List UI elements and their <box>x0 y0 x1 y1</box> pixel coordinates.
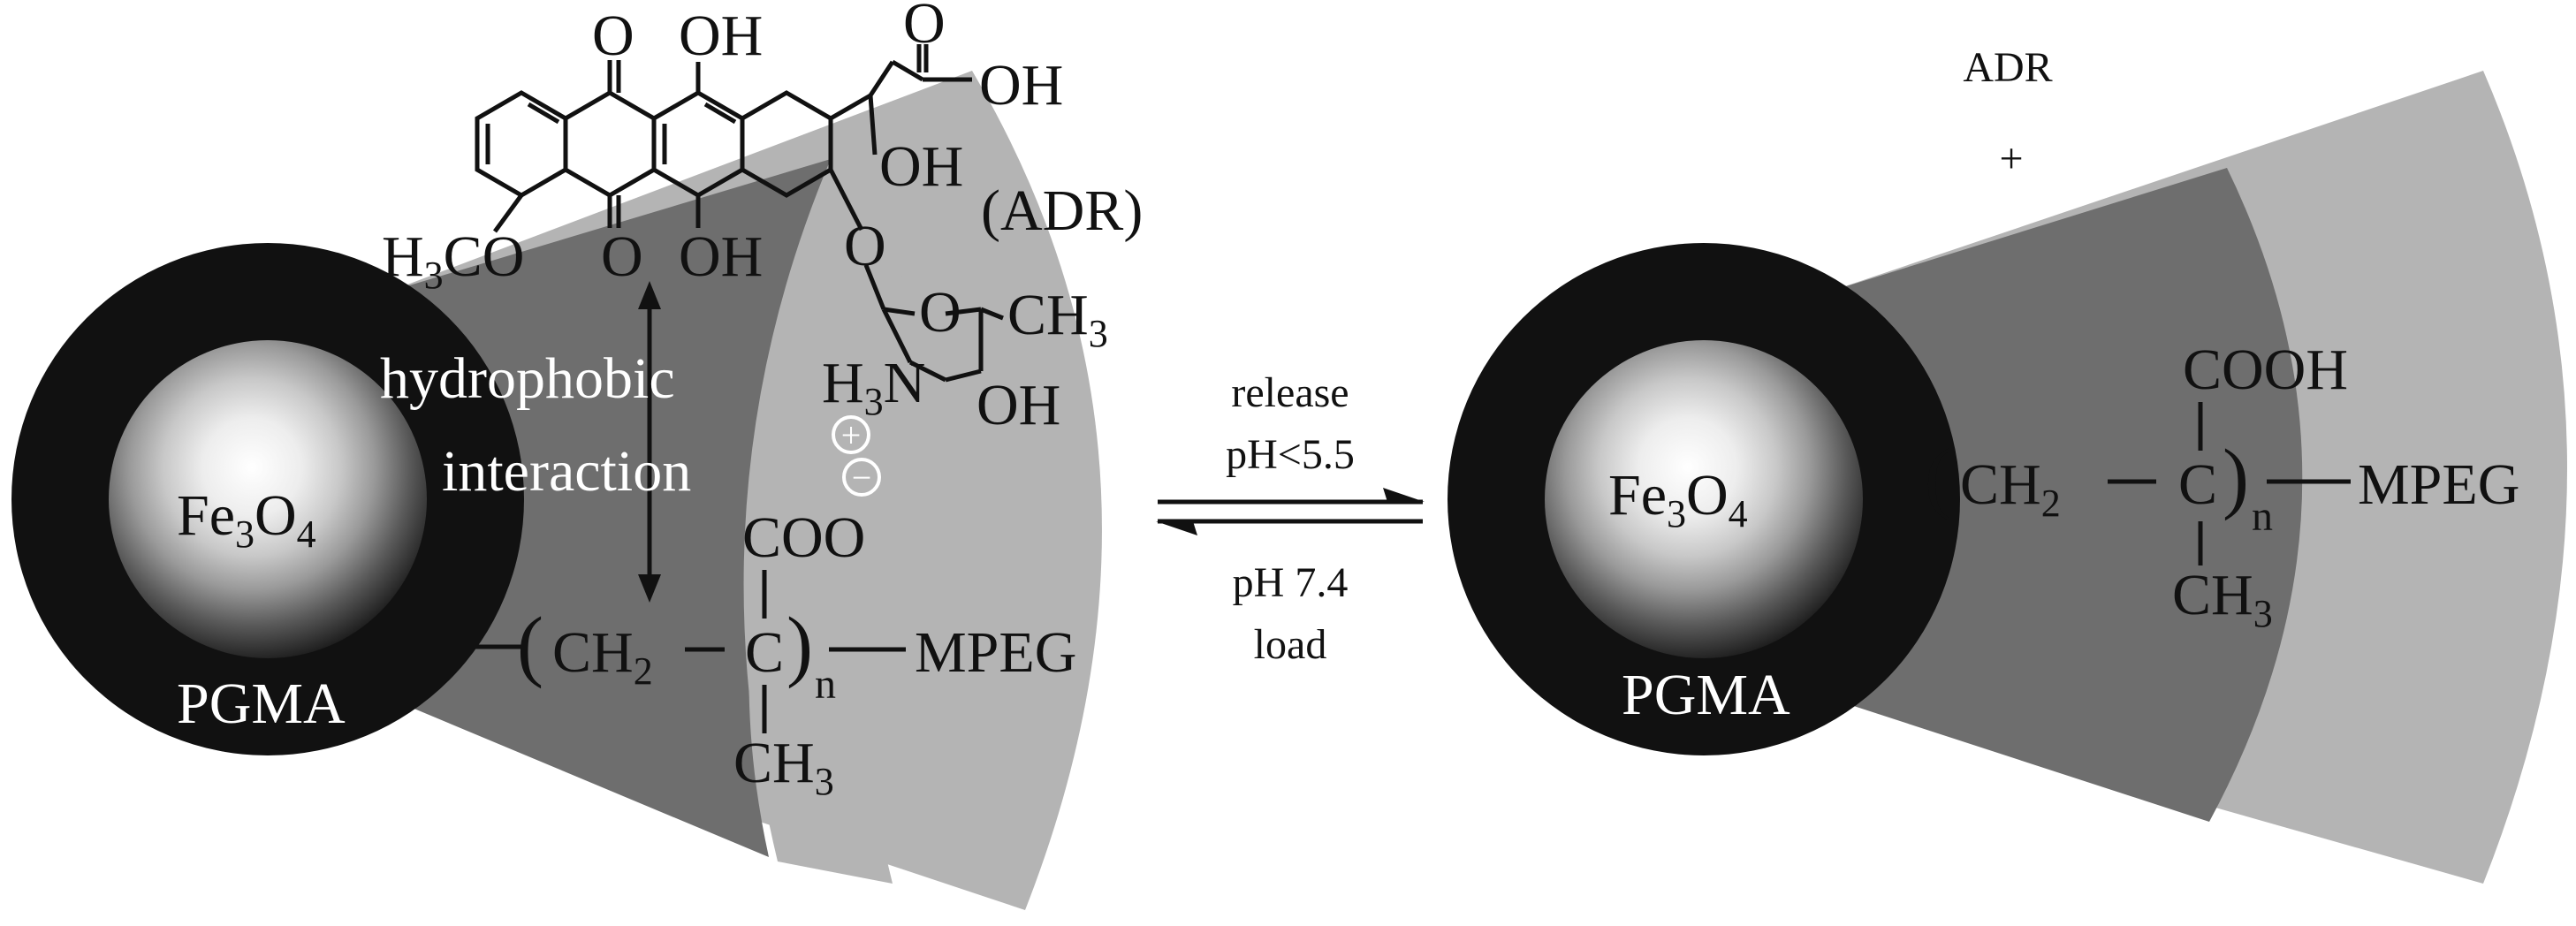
right-open-paren: ( <box>1925 434 1951 521</box>
c9-oh-label: OH <box>879 134 963 199</box>
side-chain-2 <box>868 60 895 97</box>
released-plus-sign: + <box>1999 135 2023 182</box>
electrostatic-pair: + − <box>832 415 881 497</box>
ch2-label: CH2 <box>552 620 653 693</box>
inner-dark-layer-boundary <box>743 133 954 884</box>
quaternary-c-label: C <box>745 620 784 685</box>
minus-charge-circle <box>842 458 881 497</box>
amine-label: H3N <box>822 351 925 423</box>
c7-o-bond <box>828 168 864 231</box>
ring-c-double-bond-2 <box>703 102 737 125</box>
interaction-arrowhead-up <box>638 281 661 309</box>
adr-molecule <box>475 44 1004 383</box>
sugar-4 <box>980 307 1004 321</box>
right-close-paren: ) <box>2223 434 2249 521</box>
c9-oh-bond <box>868 95 878 156</box>
ring-b <box>563 90 657 198</box>
plus-charge: + <box>841 415 862 455</box>
adr-labels: O OH O OH OH (ADR) H3CO O OH O O CH3 H3N… <box>382 0 1143 437</box>
methyl-label: CH3 <box>733 731 834 803</box>
right-quaternary-c-label: C <box>2178 452 2217 517</box>
methoxy-label: H3CO <box>382 224 524 297</box>
right-core-label: Fe3O4 <box>1608 463 1748 535</box>
side-chain-3 <box>891 59 924 82</box>
side-chain-oxo-label: O <box>903 0 946 56</box>
sugar-8 <box>881 307 913 364</box>
released-adr-label: ADR <box>1963 44 2052 91</box>
oxo-top-label: O <box>592 4 635 68</box>
glycoside-o-label: O <box>844 214 886 278</box>
plus-charge-circle <box>832 415 870 454</box>
core-label: Fe3O4 <box>177 483 316 556</box>
right-inner-dark-layer <box>1829 168 2303 822</box>
right-polymer-backbone: COOH ( CH2 C ) n MPEG CH3 <box>1925 338 2519 635</box>
ring-a <box>475 90 568 198</box>
interaction-label-line1: hydrophobic <box>380 346 675 411</box>
methoxy-bond <box>492 194 524 233</box>
load-ph-label: pH 7.4 <box>1233 559 1349 606</box>
right-methyl-label: CH3 <box>2172 563 2273 635</box>
released-drug: ADR + <box>1963 44 2052 182</box>
right-shell-label: PGMA <box>1622 663 1790 727</box>
shell-label: PGMA <box>177 672 346 736</box>
reverse-arrow-head <box>1156 521 1197 535</box>
right-mpeg-label: MPEG <box>2358 452 2519 517</box>
close-paren: ) <box>786 602 813 689</box>
oxo-bottom-label: O <box>601 224 643 289</box>
carboxylate-label: COO <box>742 505 865 570</box>
forward-arrow-head <box>1383 488 1425 502</box>
sugar-ring-o-label: O <box>919 280 961 345</box>
right-repeat-n-label: n <box>2252 493 2273 540</box>
open-paren: ( <box>517 602 543 689</box>
interaction-arrowhead-down <box>638 574 661 603</box>
hydrophobic-interaction: hydrophobic interaction <box>380 281 691 603</box>
side-chain-1 <box>829 93 872 121</box>
right-ch2-label: CH2 <box>1960 452 2061 525</box>
interaction-label-line2: interaction <box>442 439 691 504</box>
repeat-n-label: n <box>815 661 836 708</box>
right-fe3o4-core <box>1545 340 1863 658</box>
minus-charge: − <box>852 458 872 497</box>
mpeg-label: MPEG <box>915 620 1076 685</box>
equilibrium-arrows: release pH<5.5 pH 7.4 load <box>1156 369 1425 668</box>
sugar-7 <box>908 360 947 383</box>
sugar-methyl-label: CH3 <box>1007 283 1108 355</box>
sugar-1 <box>863 264 886 310</box>
ring-a-double-bond-2 <box>527 102 560 125</box>
sugar-2 <box>883 307 916 316</box>
sugar-3 <box>945 307 982 316</box>
release-ph-label: pH<5.5 <box>1226 431 1355 478</box>
side-chain-oh-label: OH <box>979 53 1063 118</box>
left-polymer-backbone: COO ( CH2 C ) n MPEG CH3 <box>470 505 1076 803</box>
carboxylic-acid-label: COOH <box>2183 338 2348 402</box>
adr-abbreviation: (ADR) <box>981 178 1143 243</box>
oh-top-label: OH <box>679 4 763 68</box>
left-nanoparticle: Fe3O4 PGMA <box>11 71 1102 910</box>
sugar-oh-label: OH <box>976 373 1060 437</box>
fe3o4-core <box>109 340 427 658</box>
sugar-6 <box>945 368 982 383</box>
load-label: load <box>1254 621 1327 668</box>
oh-bottom-label: OH <box>679 224 763 289</box>
release-label: release <box>1231 369 1349 416</box>
right-nanoparticle: Fe3O4 PGMA <box>1448 71 2567 884</box>
